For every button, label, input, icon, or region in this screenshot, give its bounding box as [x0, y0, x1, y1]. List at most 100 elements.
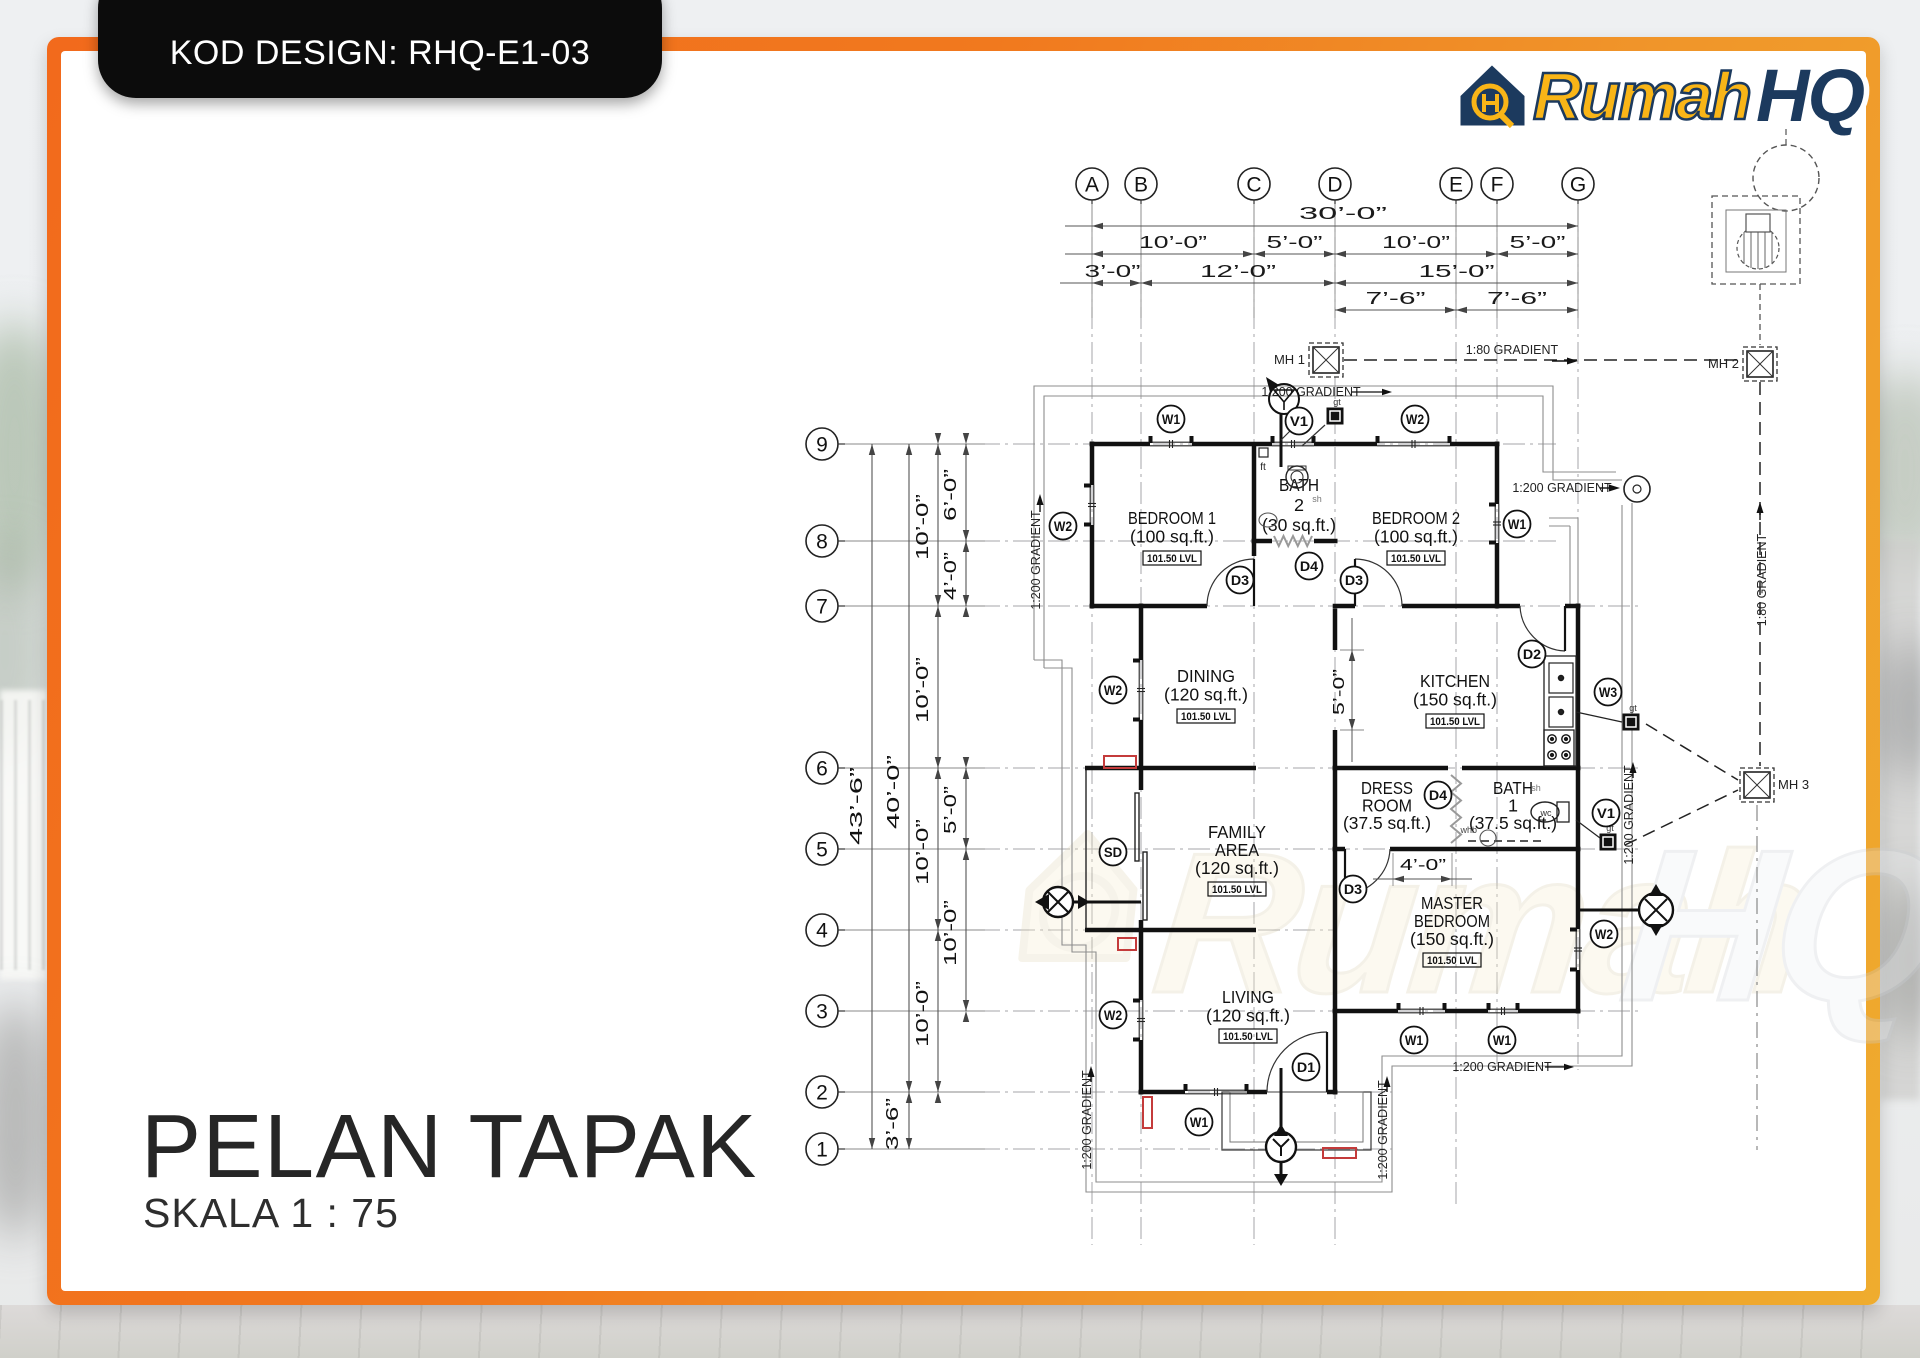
svg-text:1:200 GRADIENT: 1:200 GRADIENT: [1376, 1080, 1390, 1180]
svg-text:FAMILY: FAMILY: [1208, 822, 1266, 842]
svg-text:W1: W1: [1190, 1114, 1208, 1130]
svg-text:wc: wc: [1540, 808, 1552, 818]
svg-text:G: G: [1570, 173, 1586, 196]
svg-text:B: B: [1134, 173, 1148, 196]
svg-text:V1: V1: [1597, 805, 1615, 821]
svg-text:V1: V1: [1290, 413, 1308, 429]
svg-text:6: 6: [816, 757, 828, 780]
svg-text:E: E: [1449, 173, 1463, 196]
svg-text:MASTER: MASTER: [1421, 893, 1483, 913]
svg-text:101.50 LVL: 101.50 LVL: [1223, 1031, 1273, 1043]
svg-text:D3: D3: [1231, 572, 1249, 588]
svg-text:A: A: [1085, 173, 1099, 196]
svg-text:W2: W2: [1054, 518, 1072, 534]
svg-text:15’-0”: 15’-0”: [1419, 261, 1495, 281]
svg-text:AREA: AREA: [1215, 840, 1259, 860]
svg-text:2: 2: [816, 1081, 828, 1104]
svg-text:10’-0”: 10’-0”: [912, 657, 932, 723]
svg-text:4’-0”: 4’-0”: [940, 552, 960, 600]
svg-text:10’-0”: 10’-0”: [940, 900, 960, 966]
svg-text:MH 3: MH 3: [1778, 777, 1809, 792]
svg-text:D3: D3: [1345, 572, 1363, 588]
svg-text:D3: D3: [1344, 881, 1362, 897]
svg-text:D4: D4: [1300, 558, 1318, 574]
svg-text:W2: W2: [1104, 682, 1122, 698]
svg-text:LIVING: LIVING: [1222, 987, 1274, 1007]
svg-text:BATH: BATH: [1493, 778, 1533, 798]
svg-text:1:200 GRADIENT: 1:200 GRADIENT: [1622, 765, 1636, 865]
svg-text:W1: W1: [1162, 411, 1180, 427]
svg-text:W2: W2: [1595, 926, 1613, 942]
svg-text:W1: W1: [1508, 516, 1526, 532]
svg-text:W2: W2: [1104, 1007, 1122, 1023]
svg-text:SD: SD: [1104, 844, 1122, 860]
svg-text:1: 1: [1508, 796, 1518, 816]
svg-text:(37.5 sq.ft.): (37.5 sq.ft.): [1343, 813, 1431, 833]
svg-text:3’-6”: 3’-6”: [882, 1098, 902, 1150]
svg-text:43’-6”: 43’-6”: [846, 767, 866, 845]
svg-text:40’-0”: 40’-0”: [883, 755, 903, 829]
svg-text:(100 sq.ft.): (100 sq.ft.): [1374, 527, 1458, 547]
svg-text:D4: D4: [1429, 787, 1447, 803]
svg-text:6’-0”: 6’-0”: [940, 469, 960, 521]
svg-text:W1: W1: [1493, 1032, 1511, 1048]
svg-text:8: 8: [816, 530, 828, 553]
svg-text:9: 9: [816, 433, 828, 456]
svg-text:whb: whb: [1459, 825, 1477, 835]
svg-text:D: D: [1327, 173, 1342, 196]
svg-text:C: C: [1246, 173, 1261, 196]
svg-text:2: 2: [1294, 495, 1304, 515]
svg-text:4: 4: [816, 919, 828, 942]
svg-text:1:80 GRADIENT: 1:80 GRADIENT: [1466, 343, 1559, 357]
svg-text:Rumah: Rumah: [1533, 59, 1750, 134]
svg-text:7: 7: [816, 595, 828, 618]
svg-text:(37.5 sq.ft.): (37.5 sq.ft.): [1469, 813, 1557, 833]
svg-text:30’-0”: 30’-0”: [1299, 203, 1387, 223]
svg-text:KITCHEN: KITCHEN: [1420, 671, 1490, 691]
svg-text:(100 sq.ft.): (100 sq.ft.): [1130, 527, 1214, 547]
svg-text:(120 sq.ft.): (120 sq.ft.): [1195, 858, 1279, 878]
svg-text:5’-0”: 5’-0”: [1331, 669, 1348, 715]
svg-text:DRESS: DRESS: [1361, 778, 1413, 798]
svg-text:5’-0”: 5’-0”: [1267, 232, 1323, 252]
svg-text:10’-0”: 10’-0”: [1139, 232, 1207, 252]
svg-text:ROOM: ROOM: [1362, 796, 1412, 816]
svg-text:BEDROOM: BEDROOM: [1414, 911, 1490, 931]
svg-text:(120 sq.ft.): (120 sq.ft.): [1164, 685, 1248, 705]
svg-text:5’-0”: 5’-0”: [940, 786, 960, 834]
svg-text:MH 2: MH 2: [1708, 356, 1739, 371]
svg-text:1:200 GRADIENT: 1:200 GRADIENT: [1029, 510, 1043, 610]
svg-text:12’-0”: 12’-0”: [1200, 261, 1276, 281]
svg-text:HQ: HQ: [1756, 54, 1864, 137]
svg-text:3: 3: [816, 1000, 828, 1023]
svg-text:D2: D2: [1523, 646, 1541, 662]
svg-text:7’-6”: 7’-6”: [1366, 288, 1426, 308]
svg-text:W2: W2: [1406, 411, 1424, 427]
svg-text:10’-0”: 10’-0”: [912, 494, 932, 560]
svg-text:BATH: BATH: [1279, 475, 1319, 495]
svg-text:10’-0”: 10’-0”: [912, 981, 932, 1047]
svg-text:Rumah: Rumah: [1533, 59, 1750, 134]
svg-text:(120 sq.ft.): (120 sq.ft.): [1206, 1006, 1290, 1026]
svg-text:10’-0”: 10’-0”: [1382, 232, 1450, 252]
svg-text:5: 5: [816, 838, 828, 861]
svg-text:5’-0”: 5’-0”: [1510, 232, 1566, 252]
svg-text:101.50 LVL: 101.50 LVL: [1212, 884, 1262, 896]
svg-text:(150 sq.ft.): (150 sq.ft.): [1410, 929, 1494, 949]
svg-text:4’-0”: 4’-0”: [1400, 857, 1446, 874]
svg-text:gt: gt: [1606, 823, 1614, 833]
svg-text:1:200 GRADIENT: 1:200 GRADIENT: [1452, 1060, 1552, 1074]
svg-text:BEDROOM 1: BEDROOM 1: [1128, 508, 1216, 528]
svg-text:(30 sq.ft.): (30 sq.ft.): [1262, 515, 1336, 535]
svg-text:101.50 LVL: 101.50 LVL: [1430, 716, 1480, 728]
svg-text:D1: D1: [1297, 1059, 1315, 1075]
svg-text:101.50 LVL: 101.50 LVL: [1181, 711, 1231, 723]
svg-text:1:80 GRADIENT: 1:80 GRADIENT: [1755, 533, 1769, 626]
svg-text:gt: gt: [1333, 397, 1341, 407]
svg-text:3’-0”: 3’-0”: [1085, 261, 1141, 281]
svg-text:1:200 GRADIENT: 1:200 GRADIENT: [1261, 385, 1361, 399]
svg-text:W3: W3: [1599, 684, 1617, 700]
svg-text:sh: sh: [1531, 783, 1541, 793]
svg-text:101.50 LVL: 101.50 LVL: [1391, 553, 1441, 565]
svg-text:7’-6”: 7’-6”: [1487, 288, 1547, 308]
